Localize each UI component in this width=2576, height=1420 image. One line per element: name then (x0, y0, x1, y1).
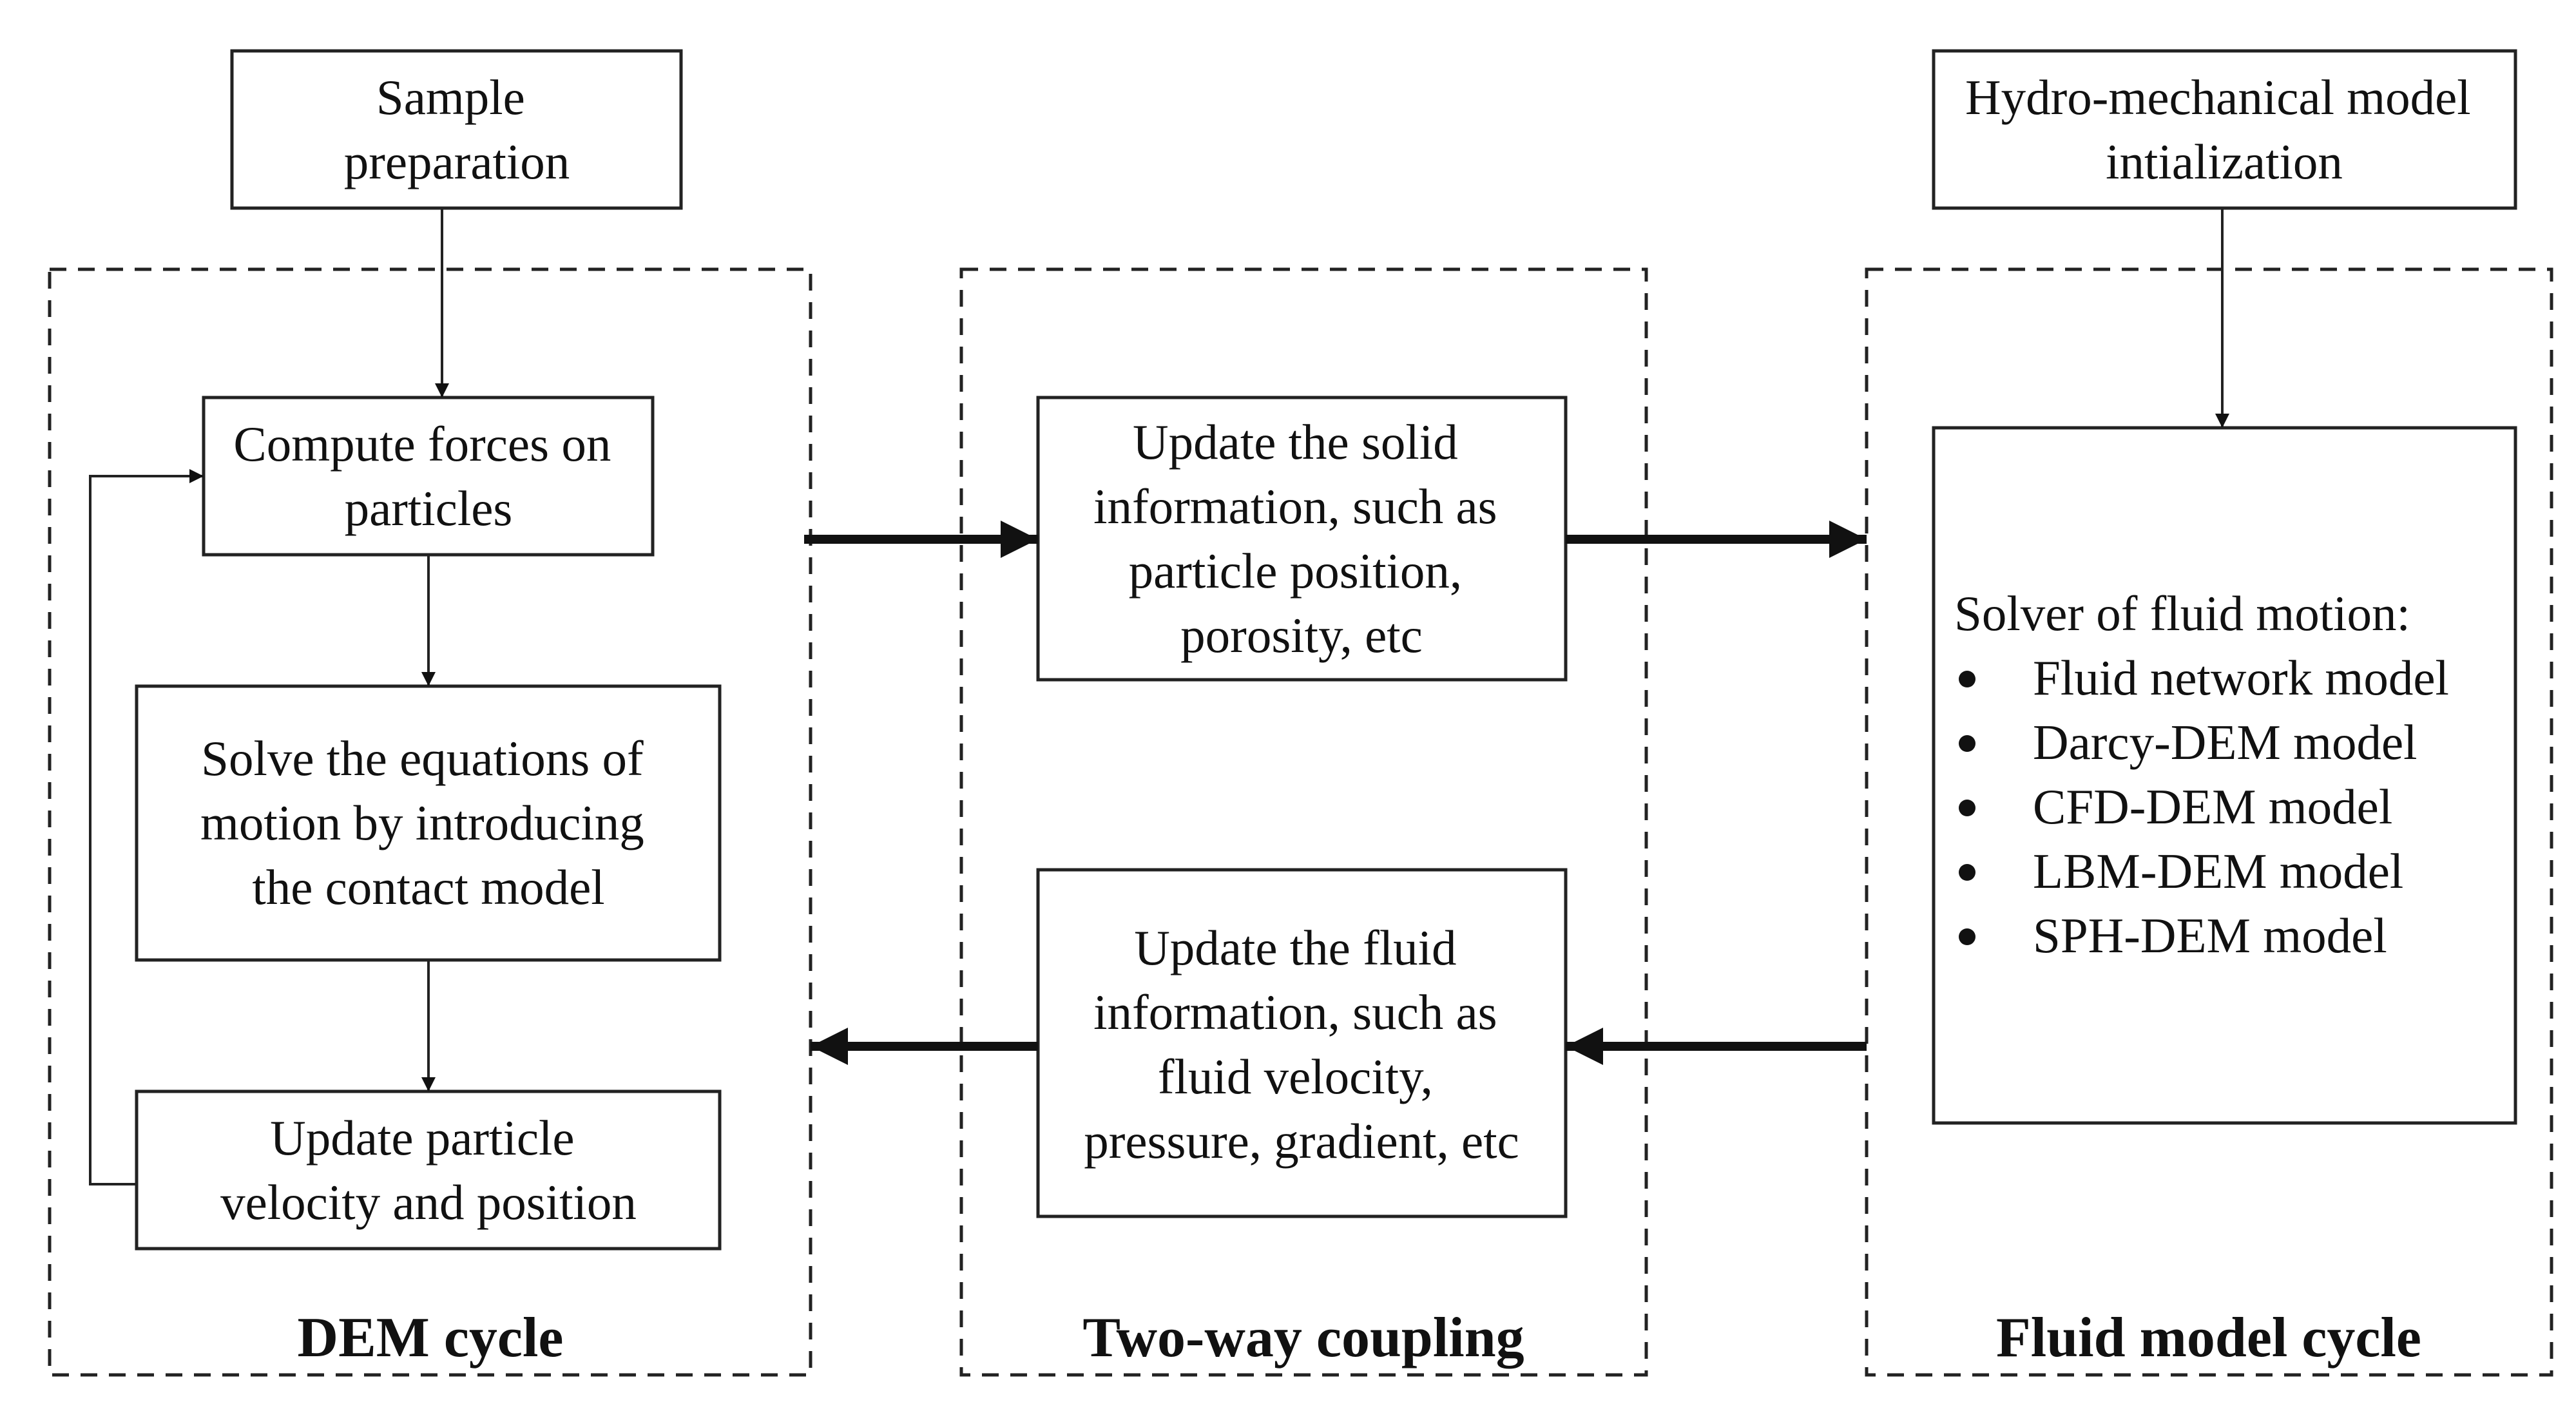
solver-item: CFD-DEM model (2033, 779, 2392, 834)
update-particle-label: Update particle velocity and position (220, 1110, 637, 1230)
bullet-icon (1959, 928, 1975, 945)
solve-equations-label: Solve the equations of motion by introdu… (200, 731, 657, 915)
solver-item: LBM-DEM model (2033, 843, 2403, 899)
solver-item: Fluid network model (2033, 650, 2449, 705)
update-particle-box (135, 1089, 722, 1251)
hydro-init-label: Hydro-mechanical model intialization (1965, 70, 2483, 189)
two-way-coupling-title: Two-way coupling (1082, 1307, 1524, 1369)
update-fluid-label: Update the fluid information, such as fl… (1084, 920, 1519, 1169)
sample-preparation-label: Sample preparation (344, 70, 570, 189)
dem-cycle-title: DEM cycle (298, 1307, 564, 1369)
fluid-model-cycle-frame (1865, 267, 2553, 1377)
bullet-icon (1959, 864, 1975, 881)
bullet-icon (1959, 671, 1975, 687)
hydro-init-box (1932, 49, 2517, 210)
bullet-icon (1959, 800, 1975, 816)
fluid-model-cycle-title: Fluid model cycle (1996, 1307, 2421, 1369)
update-solid-box (1036, 396, 1568, 682)
fluid-solver-box (1932, 426, 2517, 1125)
sample-preparation-box (230, 49, 683, 210)
compute-forces-label: Compute forces on particles (233, 416, 623, 536)
update-fluid-box (1036, 868, 1568, 1218)
arrow-loop-back (89, 469, 204, 1185)
solver-item: SPH-DEM model (2033, 908, 2387, 963)
bullet-icon (1959, 735, 1975, 752)
solve-equations-box (135, 684, 722, 962)
two-way-coupling-frame (959, 267, 1648, 1377)
update-solid-label: Update the solid information, such as pa… (1093, 414, 1510, 663)
solver-heading: Solver of fluid motion: (1954, 586, 2410, 641)
dem-cycle-frame (48, 267, 812, 1377)
solver-item: Darcy-DEM model (2033, 715, 2417, 770)
compute-forces-box (202, 396, 655, 557)
